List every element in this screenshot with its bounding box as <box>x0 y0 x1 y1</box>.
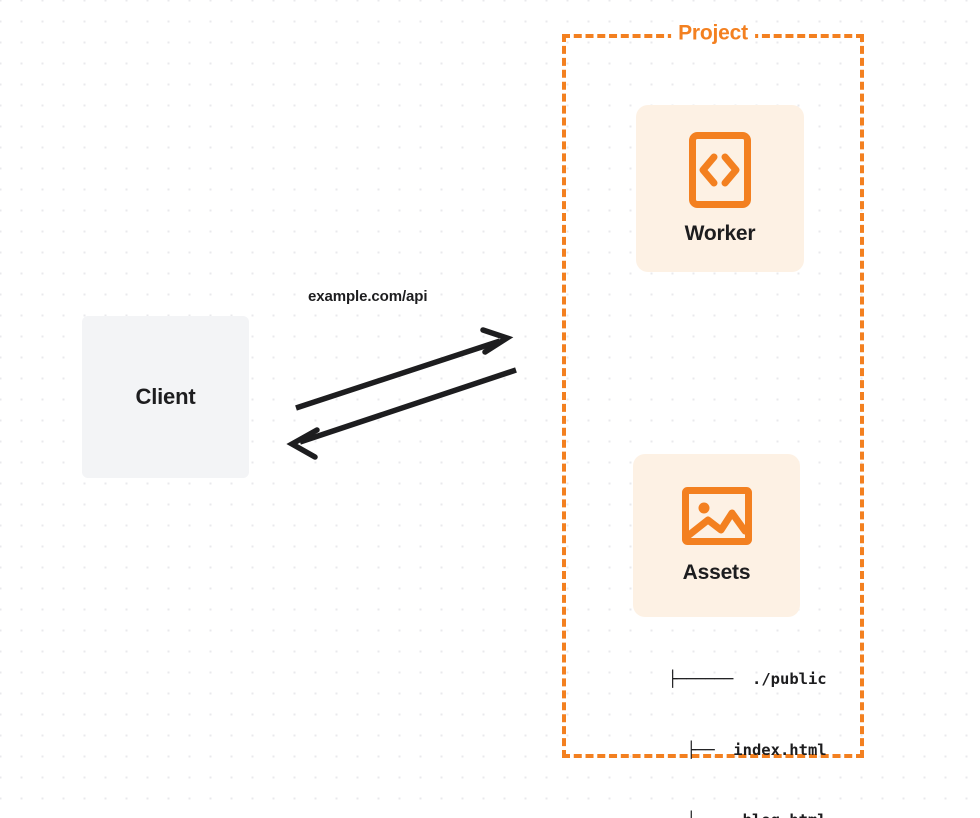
code-brackets-icon <box>689 131 751 208</box>
request-arrow <box>295 327 514 411</box>
assets-card[interactable]: Assets <box>633 454 800 617</box>
asset-file-tree: ├────── ./public ├── index.html ├── blog… <box>612 621 827 818</box>
connection-label: example.com/api <box>308 288 428 305</box>
response-arrow <box>286 367 517 460</box>
project-container: Project Worker Assets <box>562 21 864 818</box>
worker-card[interactable]: Worker <box>636 105 804 272</box>
image-icon <box>681 486 752 545</box>
project-title: Project <box>671 21 755 46</box>
tree-row: ├────── ./public <box>668 670 827 688</box>
tree-row: ├── index.html <box>621 740 827 759</box>
worker-card-label: Worker <box>684 221 756 245</box>
client-node[interactable]: Client <box>82 316 249 478</box>
tree-row: ├── blog.html <box>612 809 827 818</box>
client-node-label: Client <box>135 384 196 409</box>
assets-card-label: Assets <box>682 560 751 584</box>
